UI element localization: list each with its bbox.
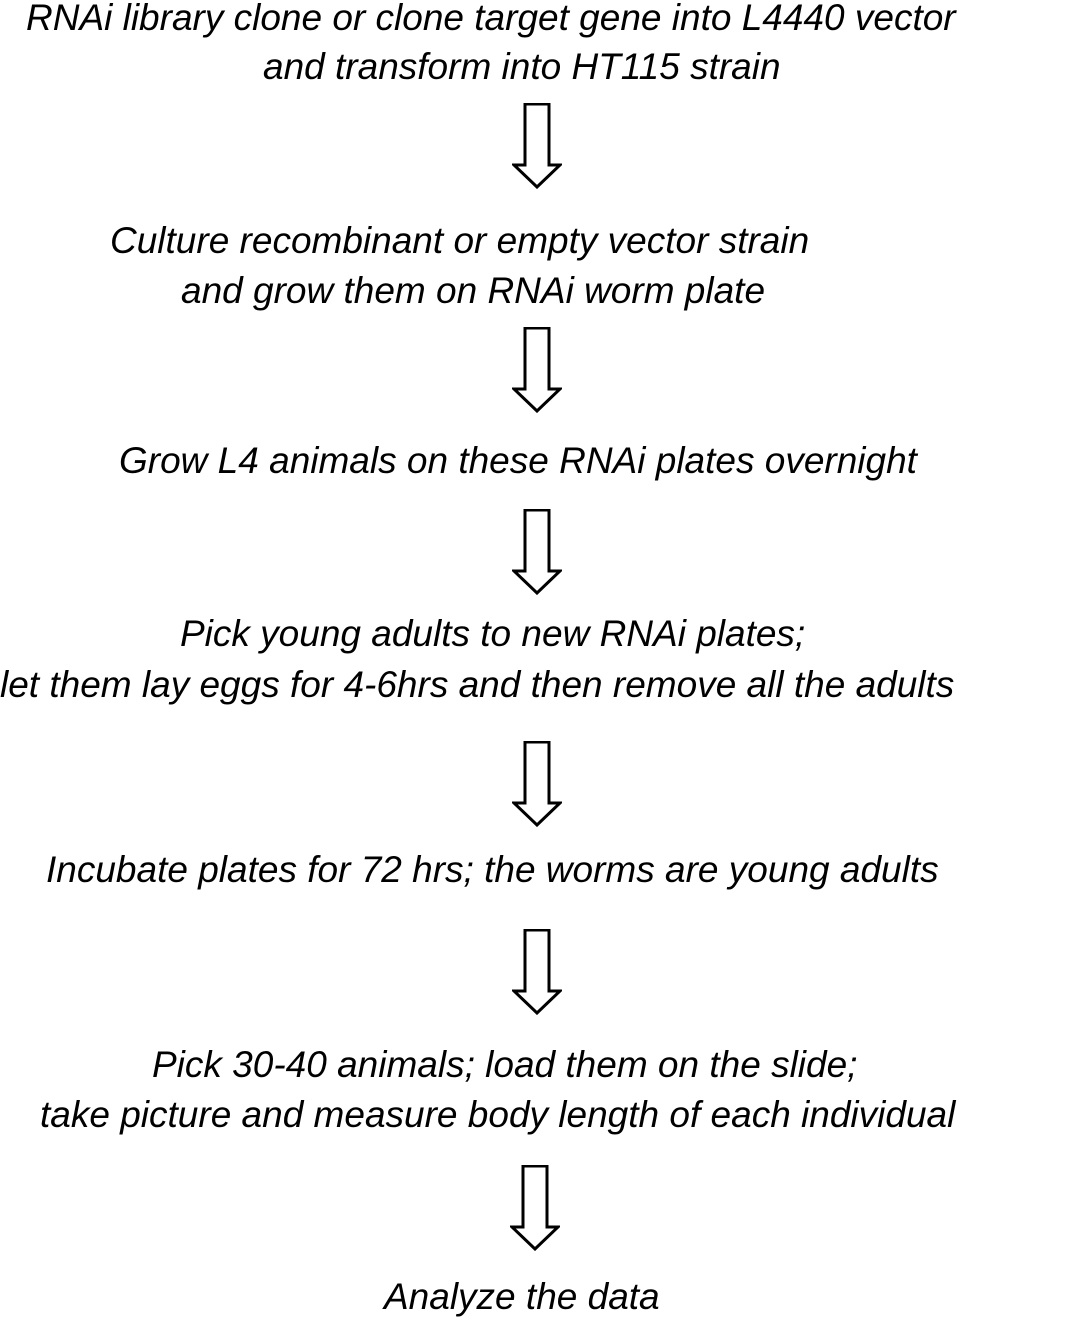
step-4-line-1: Pick young adults to new RNAi plates;	[180, 613, 806, 654]
step-6-line-2: take picture and measure body length of …	[40, 1094, 956, 1135]
down-arrow-icon	[512, 929, 562, 1015]
down-arrow-icon	[512, 741, 562, 827]
down-arrow-icon	[510, 1165, 560, 1251]
step-4-line-2: let them lay eggs for 4-6hrs and then re…	[0, 664, 955, 705]
down-arrow-icon	[512, 509, 562, 595]
step-5-line-1: Incubate plates for 72 hrs; the worms ar…	[46, 849, 939, 890]
step-2-line-2: and grow them on RNAi worm plate	[181, 270, 766, 311]
step-1-line-1: RNAi library clone or clone target gene …	[26, 0, 956, 38]
step-2-line-1: Culture recombinant or empty vector stra…	[110, 220, 810, 261]
step-7-line-1: Analyze the data	[384, 1276, 660, 1317]
down-arrow-icon	[512, 103, 562, 189]
step-3-line-1: Grow L4 animals on these RNAi plates ove…	[119, 440, 917, 481]
down-arrow-icon	[512, 327, 562, 413]
step-6-line-1: Pick 30-40 animals; load them on the sli…	[152, 1044, 858, 1085]
step-1-line-2: and transform into HT115 strain	[263, 46, 781, 87]
